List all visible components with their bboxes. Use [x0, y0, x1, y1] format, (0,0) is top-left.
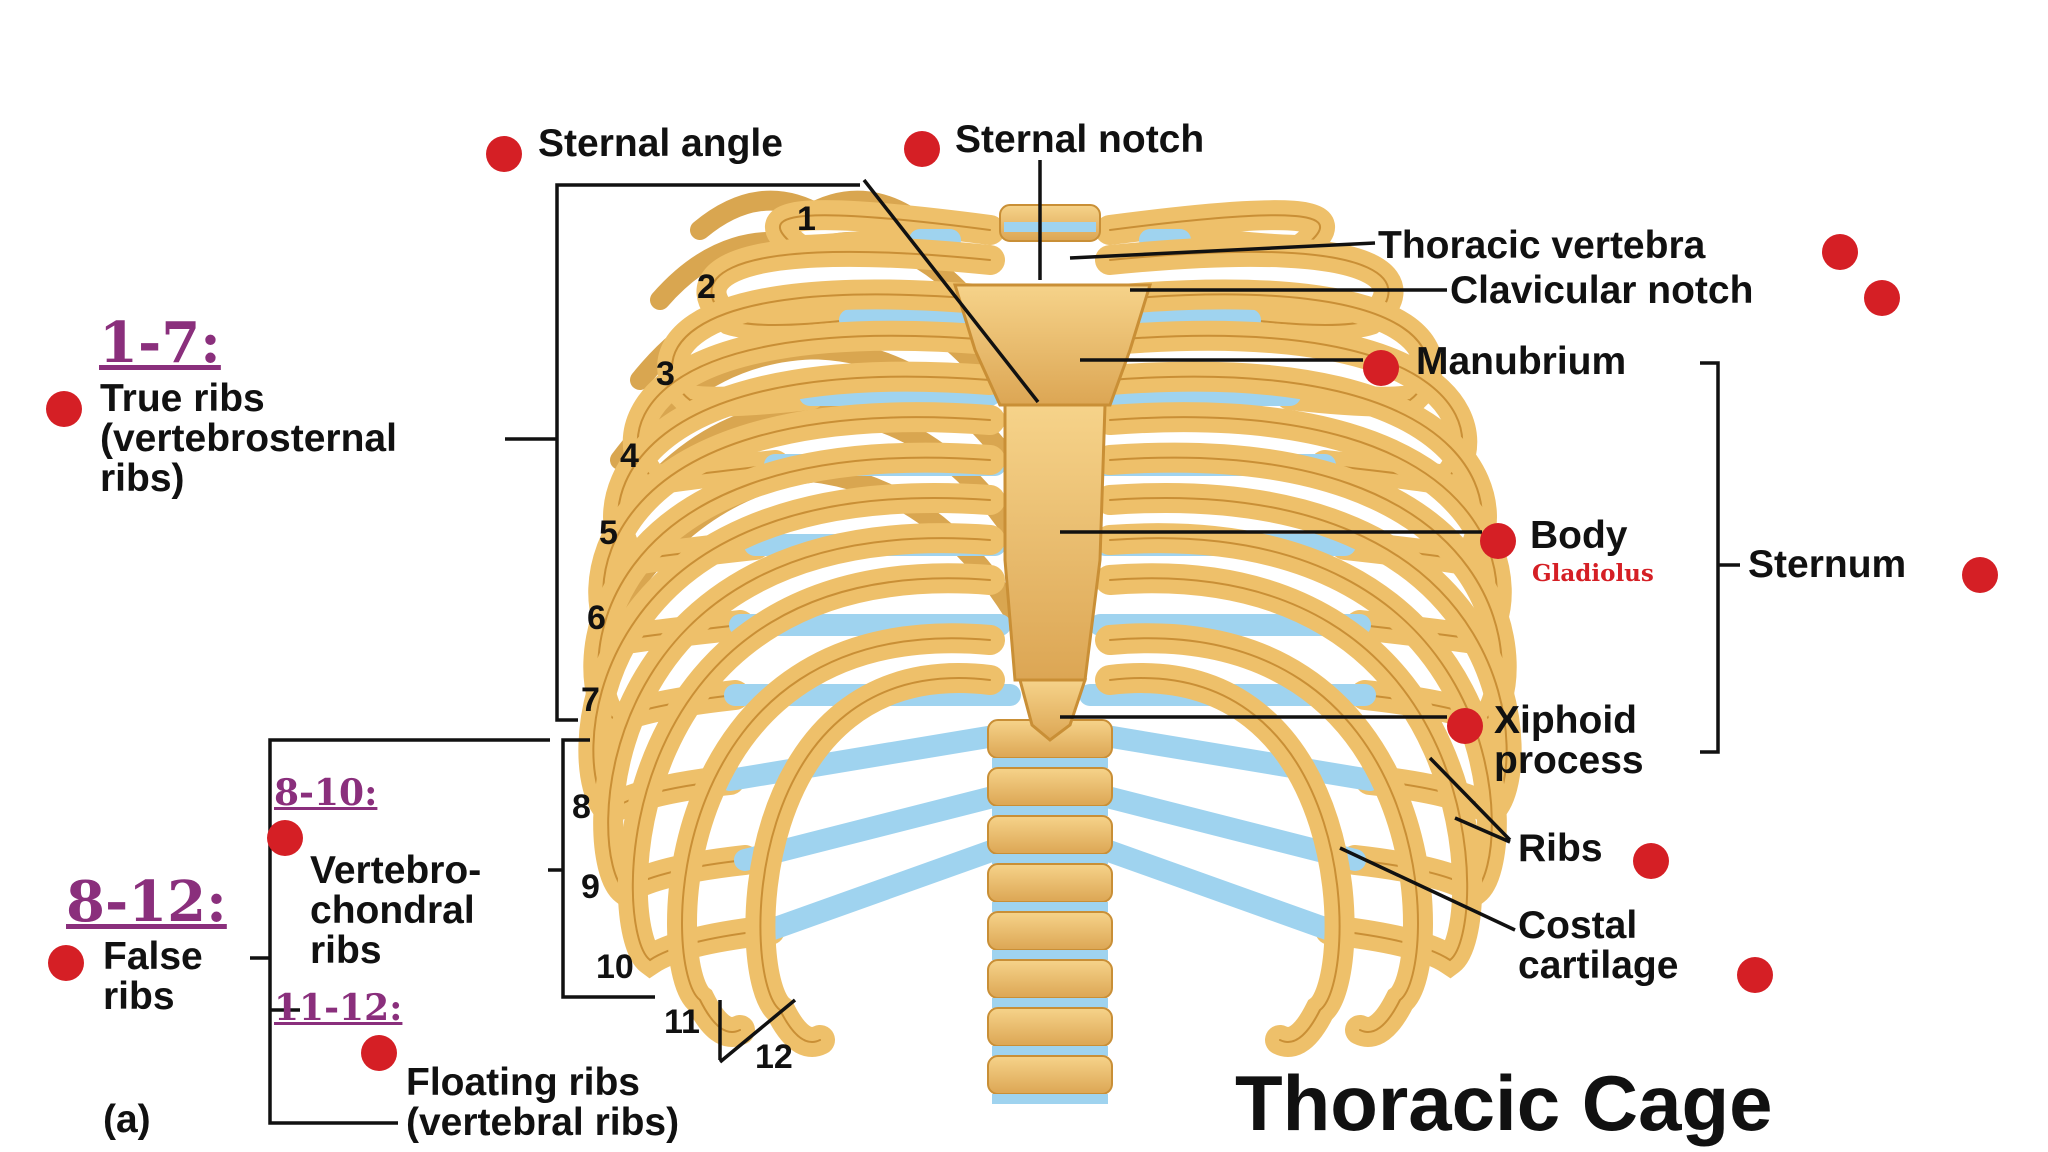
leader-thoracic-vertebra [1069, 241, 1376, 260]
upper-disc [1004, 222, 1096, 232]
rib-number-5: 5 [599, 514, 618, 552]
costal-cartilage-right-8 [1059, 719, 1381, 791]
panel-label: (a) [103, 1098, 151, 1141]
marker-ribs[interactable] [1633, 843, 1669, 879]
group-range-floating: 11-12: [274, 987, 403, 1029]
label-true-ribs: True ribs (vertebrosternal ribs) [100, 377, 397, 500]
vertebra-7 [987, 1007, 1113, 1047]
leader-floating-ribs [718, 998, 797, 1064]
rib-number-1: 1 [797, 200, 816, 238]
intervertebral-disc-5 [992, 950, 1108, 960]
rib-number-10: 10 [596, 948, 634, 986]
label-gladiolus: Gladiolus [1532, 560, 1654, 587]
bracket-vertebrochondral-ribs [548, 738, 655, 999]
rib-number-11: 11 [664, 1003, 700, 1041]
marker-vertebrochondral-ribs[interactable] [267, 820, 303, 856]
marker-manubrium[interactable] [1363, 350, 1399, 386]
marker-xiphoid-process[interactable] [1447, 708, 1483, 744]
intervertebral-disc-6 [992, 998, 1108, 1008]
bracket-sternum [1700, 361, 1740, 754]
marker-true-ribs[interactable] [46, 391, 82, 427]
marker-sternum[interactable] [1962, 557, 1998, 593]
marker-clavicular-notch[interactable] [1864, 280, 1900, 316]
marker-sternal-angle[interactable] [486, 136, 522, 172]
label-sternal-notch: Sternal notch [955, 118, 1205, 161]
label-xiphoid-process: Xiphoid process [1494, 699, 1644, 782]
vertebral-column [987, 204, 1113, 1104]
label-floating-ribs: Floating ribs (vertebral ribs) [406, 1061, 680, 1144]
rib-number-6: 6 [587, 599, 606, 637]
sternum-bone [952, 283, 1153, 742]
xiphoid-bone [1018, 678, 1088, 742]
group-range-true: 1-7: [99, 310, 221, 376]
vertebra-6 [987, 959, 1113, 999]
intervertebral-disc-7 [992, 1046, 1108, 1056]
label-sternum: Sternum [1748, 543, 1907, 586]
group-range-false: 8-12: [66, 869, 227, 935]
intervertebral-disc-1 [992, 758, 1108, 768]
label-body: Body [1530, 514, 1628, 557]
group-range-vertebrochondral: 8-10: [274, 772, 378, 814]
bracket-false-ribs [250, 738, 550, 1125]
rib-number-7: 7 [581, 681, 600, 719]
label-sternal-angle: Sternal angle [538, 122, 783, 165]
leader-costal-cartilage [1339, 846, 1516, 932]
vertebra-8 [987, 1055, 1113, 1095]
marker-body[interactable] [1480, 523, 1516, 559]
rib-number-2: 2 [697, 268, 716, 306]
label-vertebrochondral-ribs: Vertebro- chondral ribs [310, 849, 482, 972]
vertebra-4 [987, 863, 1113, 903]
vertebra-5 [987, 911, 1113, 951]
vertebra-2 [987, 767, 1113, 807]
rib-number-3: 3 [656, 355, 675, 393]
marker-floating-ribs[interactable] [361, 1035, 397, 1071]
label-false-ribs: False ribs [103, 935, 203, 1018]
intervertebral-disc-2 [992, 806, 1108, 816]
rib-number-4: 4 [620, 437, 639, 475]
marker-sternal-notch[interactable] [904, 131, 940, 167]
rib-number-9: 9 [581, 868, 600, 906]
rib-number-8: 8 [572, 788, 591, 826]
bracket-true-ribs [505, 183, 860, 722]
marker-thoracic-vertebra[interactable] [1822, 234, 1858, 270]
label-manubrium: Manubrium [1416, 340, 1627, 383]
label-ribs: Ribs [1518, 827, 1603, 870]
rib-number-12: 12 [755, 1038, 793, 1076]
label-thoracic-vertebra: Thoracic vertebra [1378, 224, 1706, 267]
label-clavicular-notch: Clavicular notch [1450, 269, 1754, 312]
leader-lines [250, 160, 1740, 1125]
vertebra-3 [987, 815, 1113, 855]
intervertebral-disc-3 [992, 854, 1108, 864]
slide-title: Thoracic Cage [1235, 1059, 1773, 1147]
intervertebral-disc-4 [992, 902, 1108, 912]
label-costal-cartilage: Costal cartilage [1518, 904, 1679, 987]
manubrium-bone [952, 283, 1153, 407]
marker-costal-cartilage[interactable] [1737, 957, 1773, 993]
anterior-ribs [578, 200, 1522, 1057]
sternal-body-bone [1003, 403, 1107, 682]
leader-sternal-angle [862, 178, 1040, 404]
intervertebral-disc-8 [992, 1094, 1108, 1104]
marker-false-ribs[interactable] [48, 945, 84, 981]
costal-cartilage-left-8 [719, 719, 1041, 791]
leader-ribs [1428, 756, 1512, 844]
